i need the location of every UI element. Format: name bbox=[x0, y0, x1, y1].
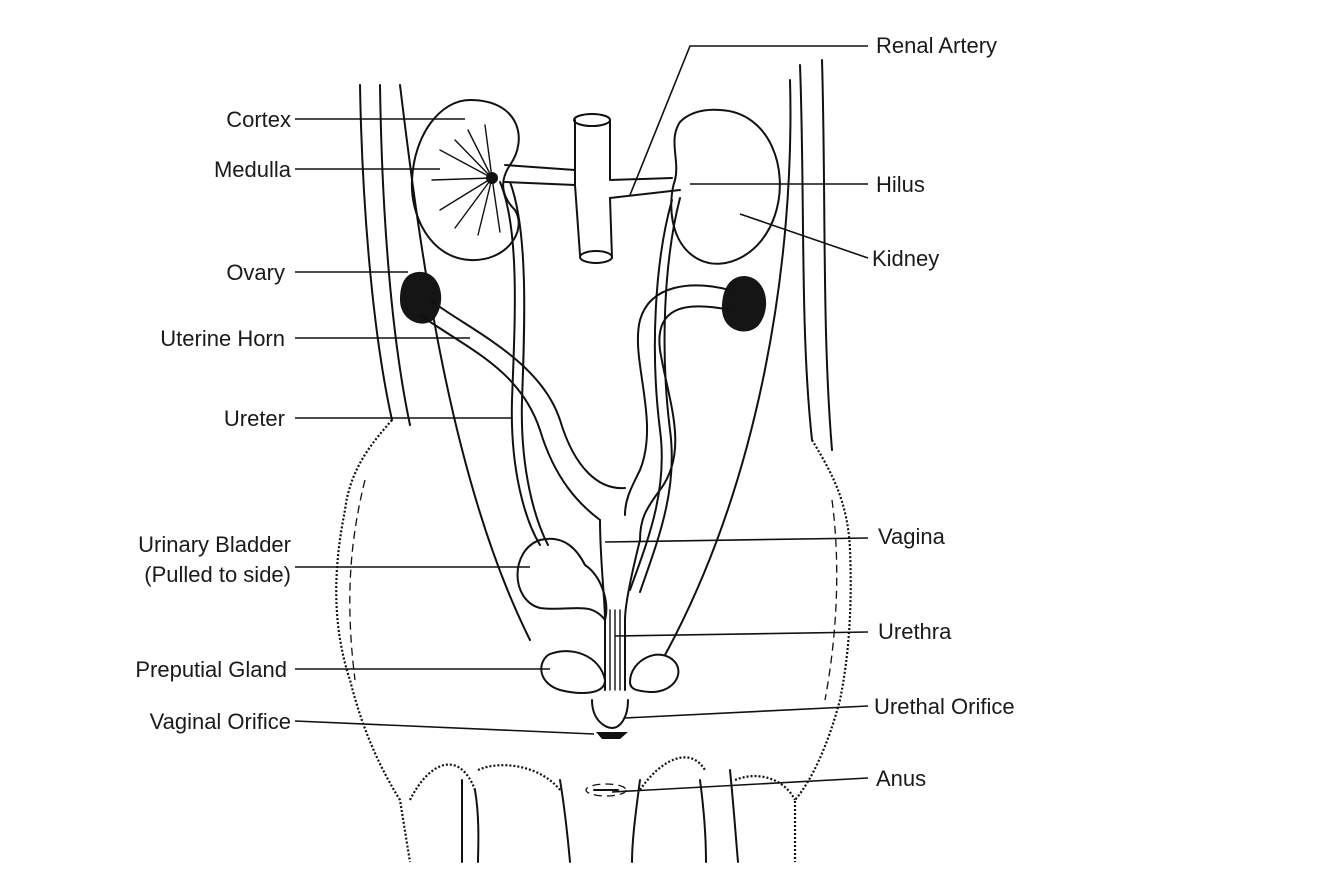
label-hilus: Hilus bbox=[876, 172, 925, 197]
renal-vessels bbox=[504, 113, 681, 264]
leader-lines bbox=[294, 45, 869, 793]
label-medulla: Medulla bbox=[214, 157, 292, 182]
orifices bbox=[585, 699, 629, 797]
uterine-horns bbox=[419, 284, 731, 541]
kidney-left-sectioned bbox=[410, 99, 520, 262]
label-ureter: Ureter bbox=[224, 406, 285, 431]
label-anus: Anus bbox=[876, 766, 926, 791]
ureters bbox=[499, 181, 681, 593]
label-ovary: Ovary bbox=[226, 260, 285, 285]
urinary-bladder bbox=[516, 537, 608, 621]
kidney-right bbox=[670, 108, 781, 265]
labels-right: Renal Artery Hilus Kidney Vagina Urethra… bbox=[872, 33, 1015, 791]
label-preputial-gland: Preputial Gland bbox=[135, 657, 287, 682]
label-vagina: Vagina bbox=[878, 524, 946, 549]
ovaries bbox=[400, 271, 767, 332]
preputial-glands bbox=[540, 650, 680, 694]
label-urinary-bladder-note: (Pulled to side) bbox=[144, 562, 291, 587]
label-kidney: Kidney bbox=[872, 246, 939, 271]
label-urinary-bladder: Urinary Bladder bbox=[138, 532, 291, 557]
label-urethal-orifice: Urethal Orifice bbox=[874, 694, 1015, 719]
labels-left: Cortex Medulla Ovary Uterine Horn Ureter… bbox=[135, 107, 291, 734]
label-vaginal-orifice: Vaginal Orifice bbox=[150, 709, 291, 734]
label-renal-artery: Renal Artery bbox=[876, 33, 997, 58]
body-outline bbox=[335, 59, 852, 863]
label-uterine-horn: Uterine Horn bbox=[160, 326, 285, 351]
label-urethra: Urethra bbox=[878, 619, 952, 644]
label-cortex: Cortex bbox=[226, 107, 291, 132]
